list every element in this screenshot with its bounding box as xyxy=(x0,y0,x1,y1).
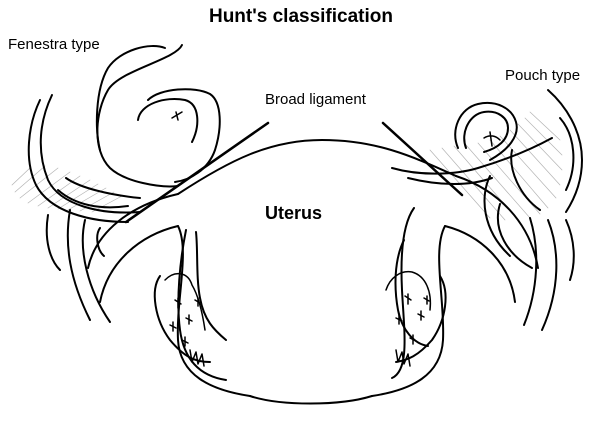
left-fenestra-tube xyxy=(29,45,220,256)
pouch-type-label: Pouch type xyxy=(505,67,580,84)
fenestra-type-label: Fenestra type xyxy=(8,36,100,53)
diagram-title: Hunt's classification xyxy=(0,6,602,28)
right-endometrium xyxy=(386,208,446,378)
uterus-body xyxy=(88,140,538,404)
left-broad-ligament-line xyxy=(126,123,268,222)
broad-ligament-label: Broad ligament xyxy=(265,91,366,108)
right-broad-ligament-line xyxy=(383,123,462,195)
uterus-label: Uterus xyxy=(265,203,322,224)
left-ligament-hatching xyxy=(12,166,122,212)
left-endometrium xyxy=(155,230,226,380)
right-ligament-hatching xyxy=(430,112,562,220)
outer-structures xyxy=(47,210,574,330)
